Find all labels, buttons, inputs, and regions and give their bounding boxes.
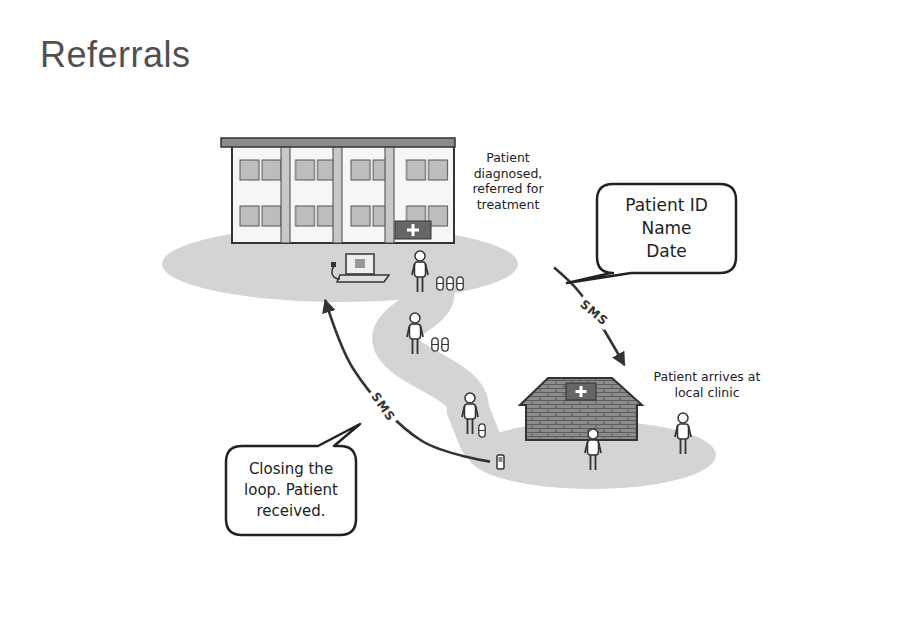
bubble-shape xyxy=(226,424,360,535)
scene-caption: Patient arrives at local clinic xyxy=(648,369,766,400)
edge-label: SMS xyxy=(574,295,613,331)
sms-arrow xyxy=(554,268,624,365)
clinic-building xyxy=(520,378,642,440)
edge-label: SMS xyxy=(366,387,400,427)
scene-area: Patient diagnosed, referred for treatmen… xyxy=(220,138,554,300)
phone xyxy=(497,455,504,469)
scene-caption: Patient diagnosed, referred for treatmen… xyxy=(466,150,550,213)
bubble-text: Date xyxy=(625,240,708,263)
laptop xyxy=(331,254,389,282)
sms-arrow xyxy=(325,300,490,462)
bubble-shape xyxy=(567,184,736,283)
patient-figures xyxy=(407,251,691,470)
text-holder: Patient IDNameDate xyxy=(597,184,736,273)
text-holder: Patient diagnosed, referred for treatmen… xyxy=(466,150,550,213)
scene-area: Patient arrives at local clinic xyxy=(490,365,770,470)
bubble-text: Name xyxy=(625,217,708,240)
hospital-building xyxy=(221,138,455,243)
bubble-text: Closing the loop. Patient received. xyxy=(240,459,342,522)
bubble-text: Patient ID xyxy=(625,194,708,217)
text-holder: Closing the loop. Patient received. xyxy=(226,446,356,535)
text-holder: Patient arrives at local clinic xyxy=(648,369,766,400)
diagram-title: Referrals xyxy=(40,34,191,76)
speech-bubble: Patient IDNameDate xyxy=(597,184,736,273)
speech-bubble: Closing the loop. Patient received. xyxy=(226,446,356,535)
